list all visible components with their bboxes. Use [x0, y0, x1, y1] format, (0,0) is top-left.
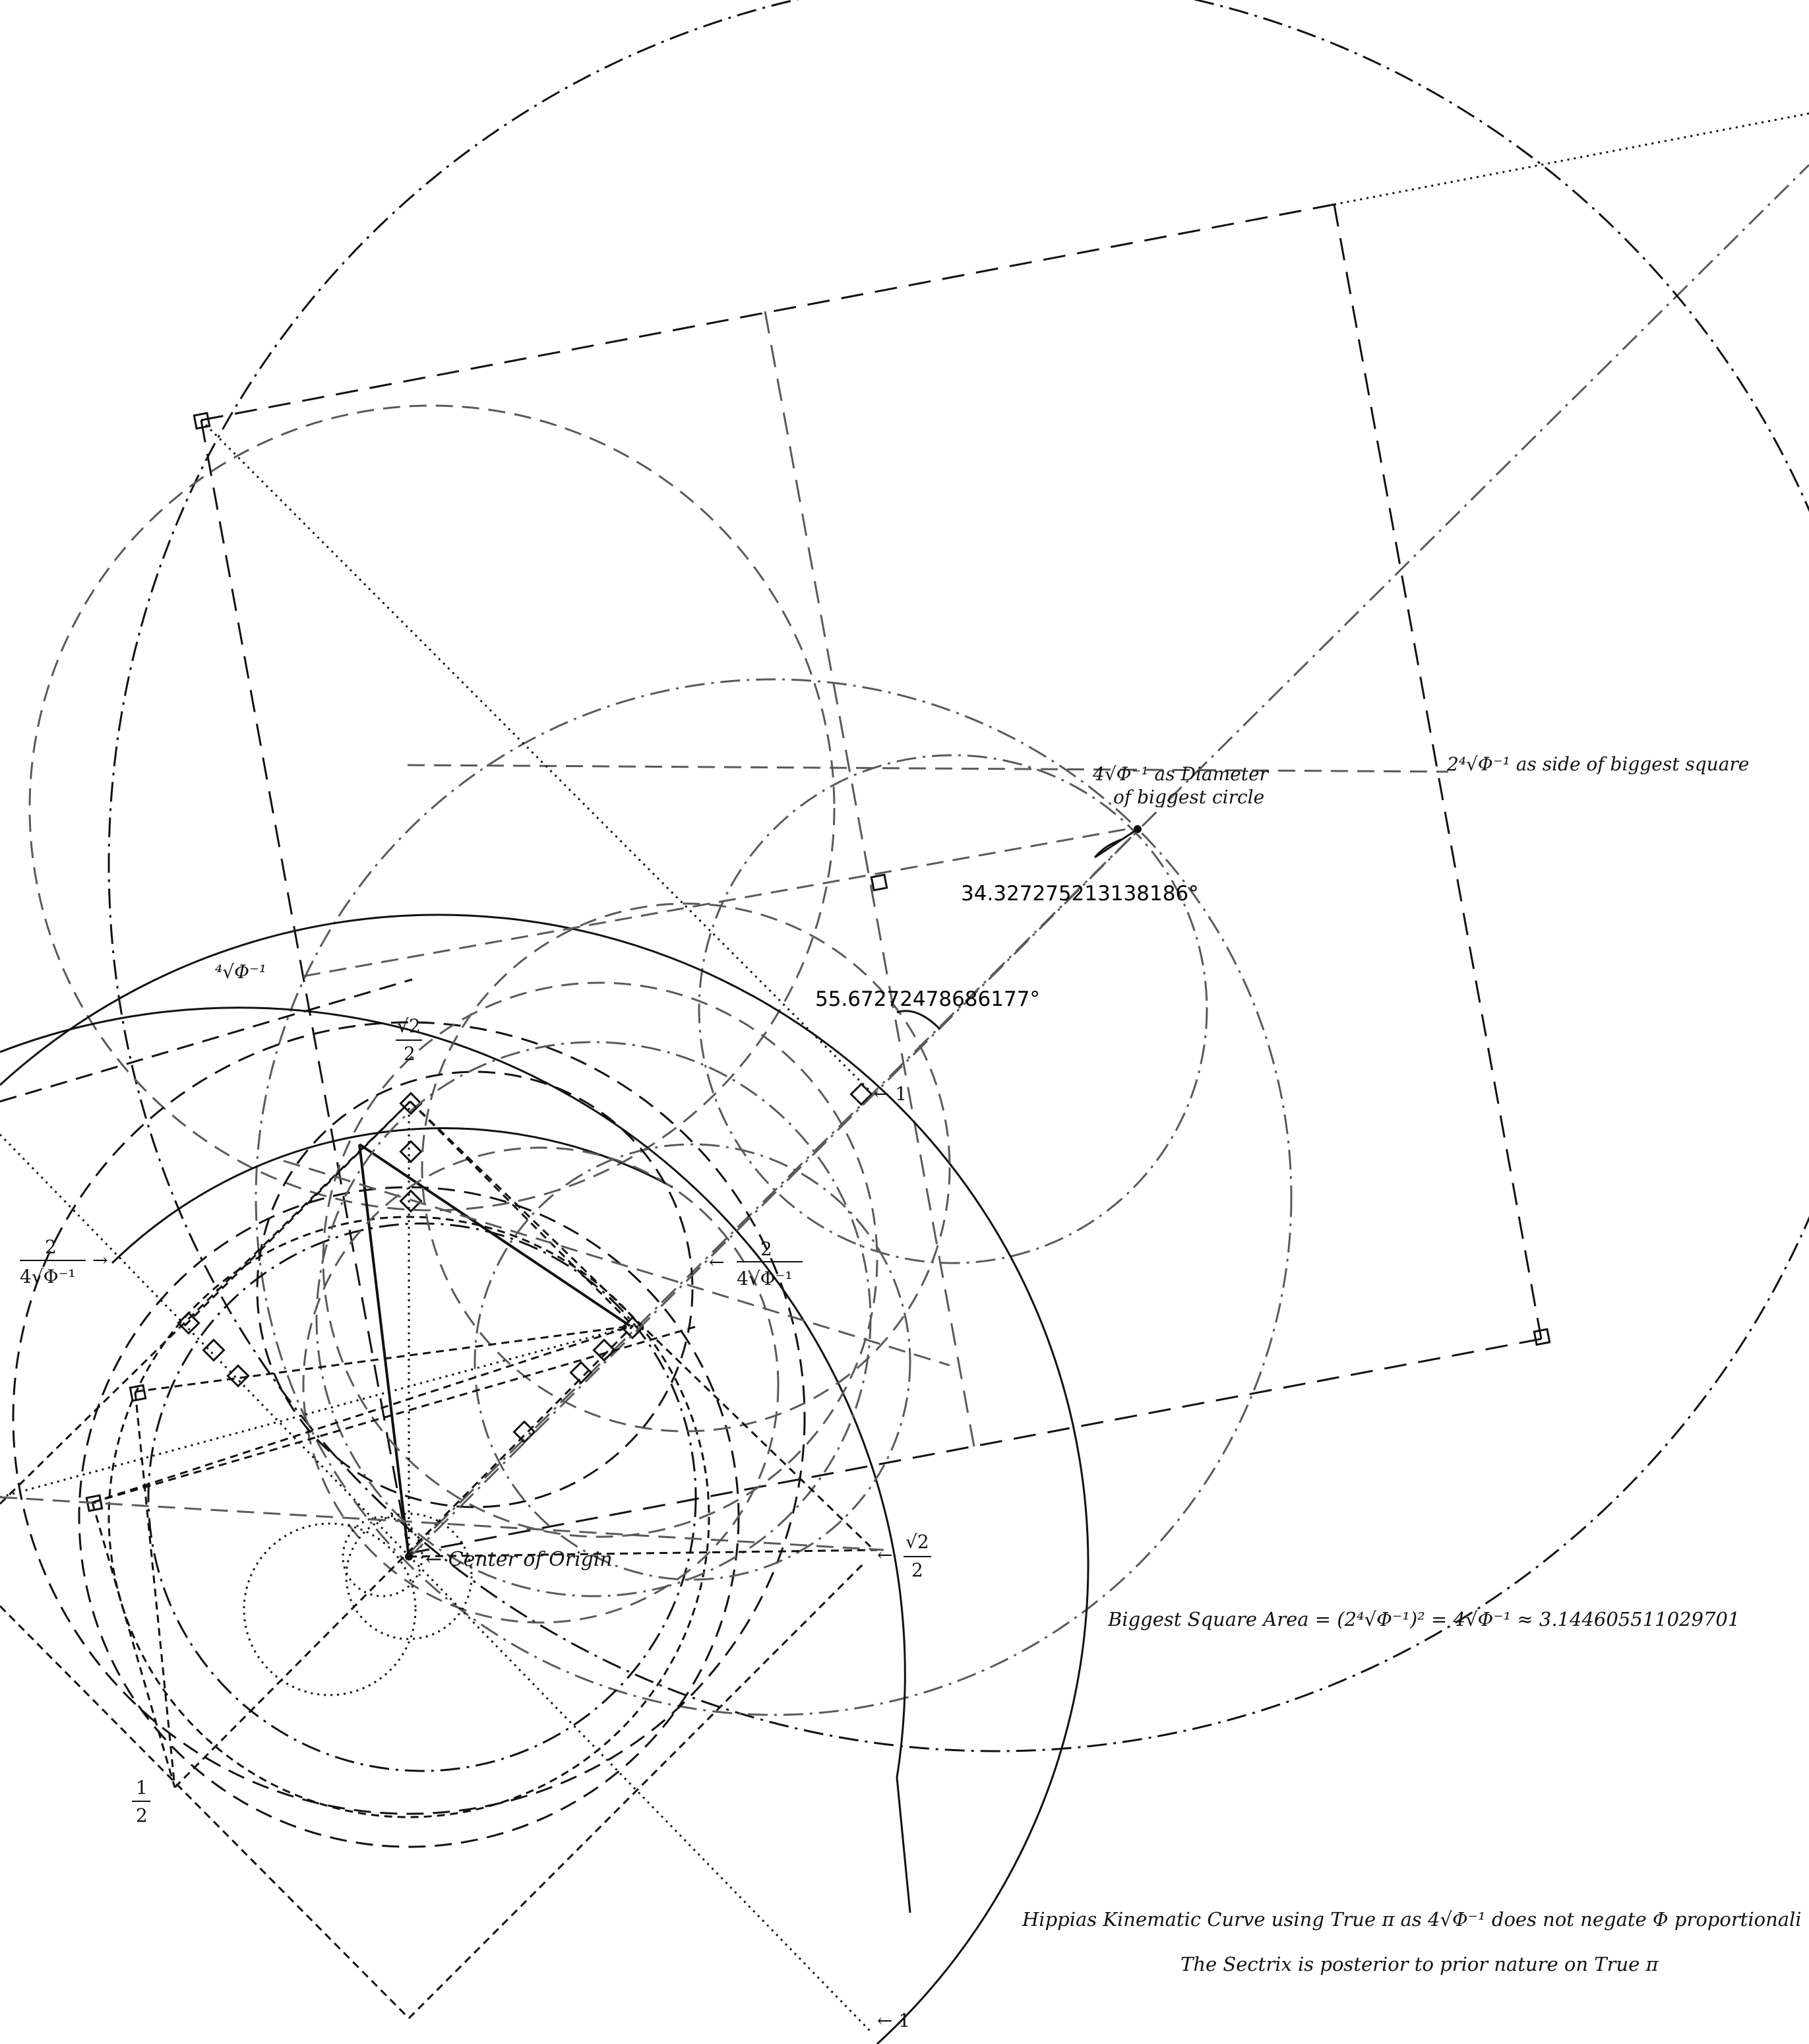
solid-arcs [0, 914, 1089, 2044]
angle-marks [405, 825, 1142, 1561]
right-fraction-den: 4√Φ⁻¹ [737, 1268, 793, 1289]
diameter-label-line2: of biggest circle [1113, 786, 1264, 808]
sqrt2-top-num: √2 [397, 1015, 421, 1037]
dashdot-diagonal [408, 164, 1809, 1555]
sectrix-note: The Sectrix is posterior to prior nature… [1180, 1953, 1659, 1975]
left-fraction-den: 4√Φ⁻¹ [20, 1266, 76, 1287]
hippias-note: Hippias Kinematic Curve using True π as … [1022, 1908, 1802, 1931]
sqrt2-right-arrow: ← [877, 1544, 892, 1566]
construction-lines [0, 826, 1142, 1559]
right-fraction-arrow: ← [709, 1251, 724, 1273]
left-fraction-num: 2 [45, 1236, 57, 1258]
large-circles [28, 0, 1809, 1752]
center-of-origin-label: ← Center of Origin [425, 1548, 613, 1571]
arrow-one-bottom-label: ← 1 [877, 2010, 910, 2031]
medium-circles [12, 902, 951, 1848]
left-fraction-arrow: → [92, 1249, 107, 1271]
right-fraction-num: 2 [760, 1238, 772, 1260]
half-num: 1 [136, 1777, 148, 1799]
fourth-root-label: ⁴√Φ⁻¹ [215, 961, 266, 983]
side-label: 2⁴√Φ⁻¹ as side of biggest square [1446, 753, 1749, 775]
labels: 4√Φ⁻¹ as Diameter of biggest circle 2⁴√Φ… [20, 753, 1802, 2031]
dotted-extension [1334, 112, 1809, 206]
sqrt2-right-den: 2 [911, 1559, 923, 1581]
origin-diamond [0, 1100, 878, 2020]
angle-b-label: 55.67272478686177° [815, 987, 1040, 1011]
sqrt2-right-num: √2 [905, 1531, 929, 1553]
half-den: 2 [136, 1805, 148, 1826]
area-equation: Biggest Square Area = (2⁴√Φ⁻¹)² = 4√Φ⁻¹ … [1107, 1608, 1740, 1630]
arrow-one-label: ← 1 [874, 1083, 907, 1105]
diameter-label-line1: 4√Φ⁻¹ as Diameter [1092, 763, 1270, 785]
biggest-square [200, 203, 1543, 1555]
sqrt2-top-den: 2 [404, 1043, 415, 1065]
angle-a-label: 34.327275213138186° [961, 882, 1199, 906]
dotted-lines [0, 419, 872, 2033]
